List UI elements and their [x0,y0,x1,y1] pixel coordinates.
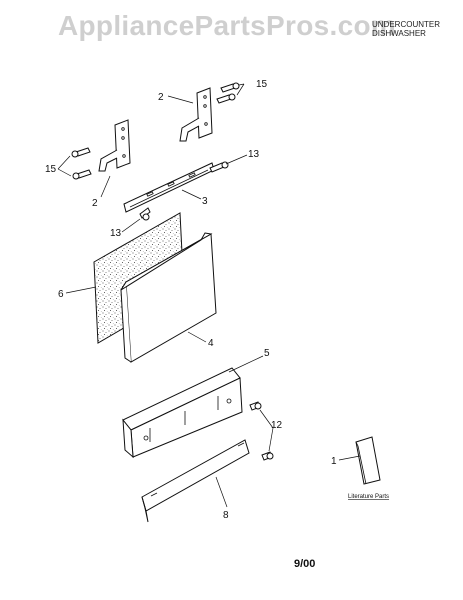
callout-4: 4 [208,338,214,349]
mounting-bracket [123,162,215,213]
hinge-bracket-left [98,119,131,172]
door-panel [120,232,217,363]
hinge-bracket-upper [179,87,213,142]
watermark-text: AppliancePartsPros.com [58,10,397,41]
literature-booklet [355,436,381,485]
toe-kick-panel [141,439,250,523]
callout-13-left: 13 [110,228,122,239]
screws-upper [216,82,240,104]
callout-3: 3 [202,196,208,207]
callout-6: 6 [58,289,64,300]
callout-1: 1 [331,456,337,467]
callout-8: 8 [223,510,229,521]
screw-left [139,207,151,221]
callout-12: 12 [271,420,283,431]
header-line-2: DISHWASHER [372,29,426,38]
callout-2-left: 2 [92,198,98,209]
screw-right [209,161,229,173]
literature-parts-caption: Literature Parts [348,494,389,500]
callout-15-upper: 15 [256,79,268,90]
toe-kick-bracket [122,367,243,459]
callout-15-left: 15 [45,164,57,175]
revision-date: 9/00 [294,558,316,570]
screws-toe-kick [249,401,274,461]
callout-13-right: 13 [248,149,260,160]
screws-left [71,147,92,180]
leader-lines [57,83,361,508]
callout-5: 5 [264,348,270,359]
callout-2-upper: 2 [158,92,164,103]
header-line-1: UNDERCOUNTER [372,20,440,29]
